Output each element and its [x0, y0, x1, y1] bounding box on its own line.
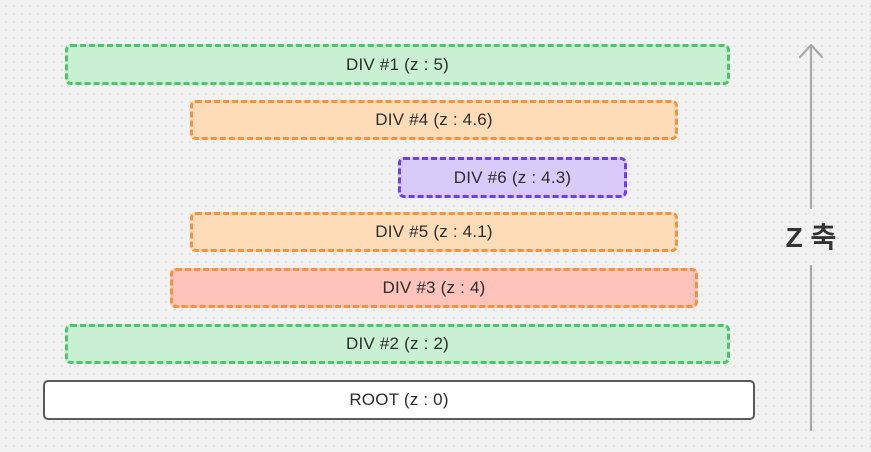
layer-div-2: DIV #2 (z : 2) — [65, 324, 730, 364]
layer-div-4: DIV #4 (z : 4.6) — [190, 100, 678, 140]
layer-div-3: DIV #3 (z : 4) — [170, 268, 698, 308]
z-axis-up-arrow-icon — [798, 43, 824, 432]
layer-div-6: DIV #6 (z : 4.3) — [398, 157, 627, 198]
layer-div-5: DIV #5 (z : 4.1) — [190, 212, 678, 252]
layer-div-1: DIV #1 (z : 5) — [65, 44, 730, 85]
layer-root: ROOT (z : 0) — [43, 380, 755, 420]
z-axis-label: Z 축 — [785, 222, 837, 253]
